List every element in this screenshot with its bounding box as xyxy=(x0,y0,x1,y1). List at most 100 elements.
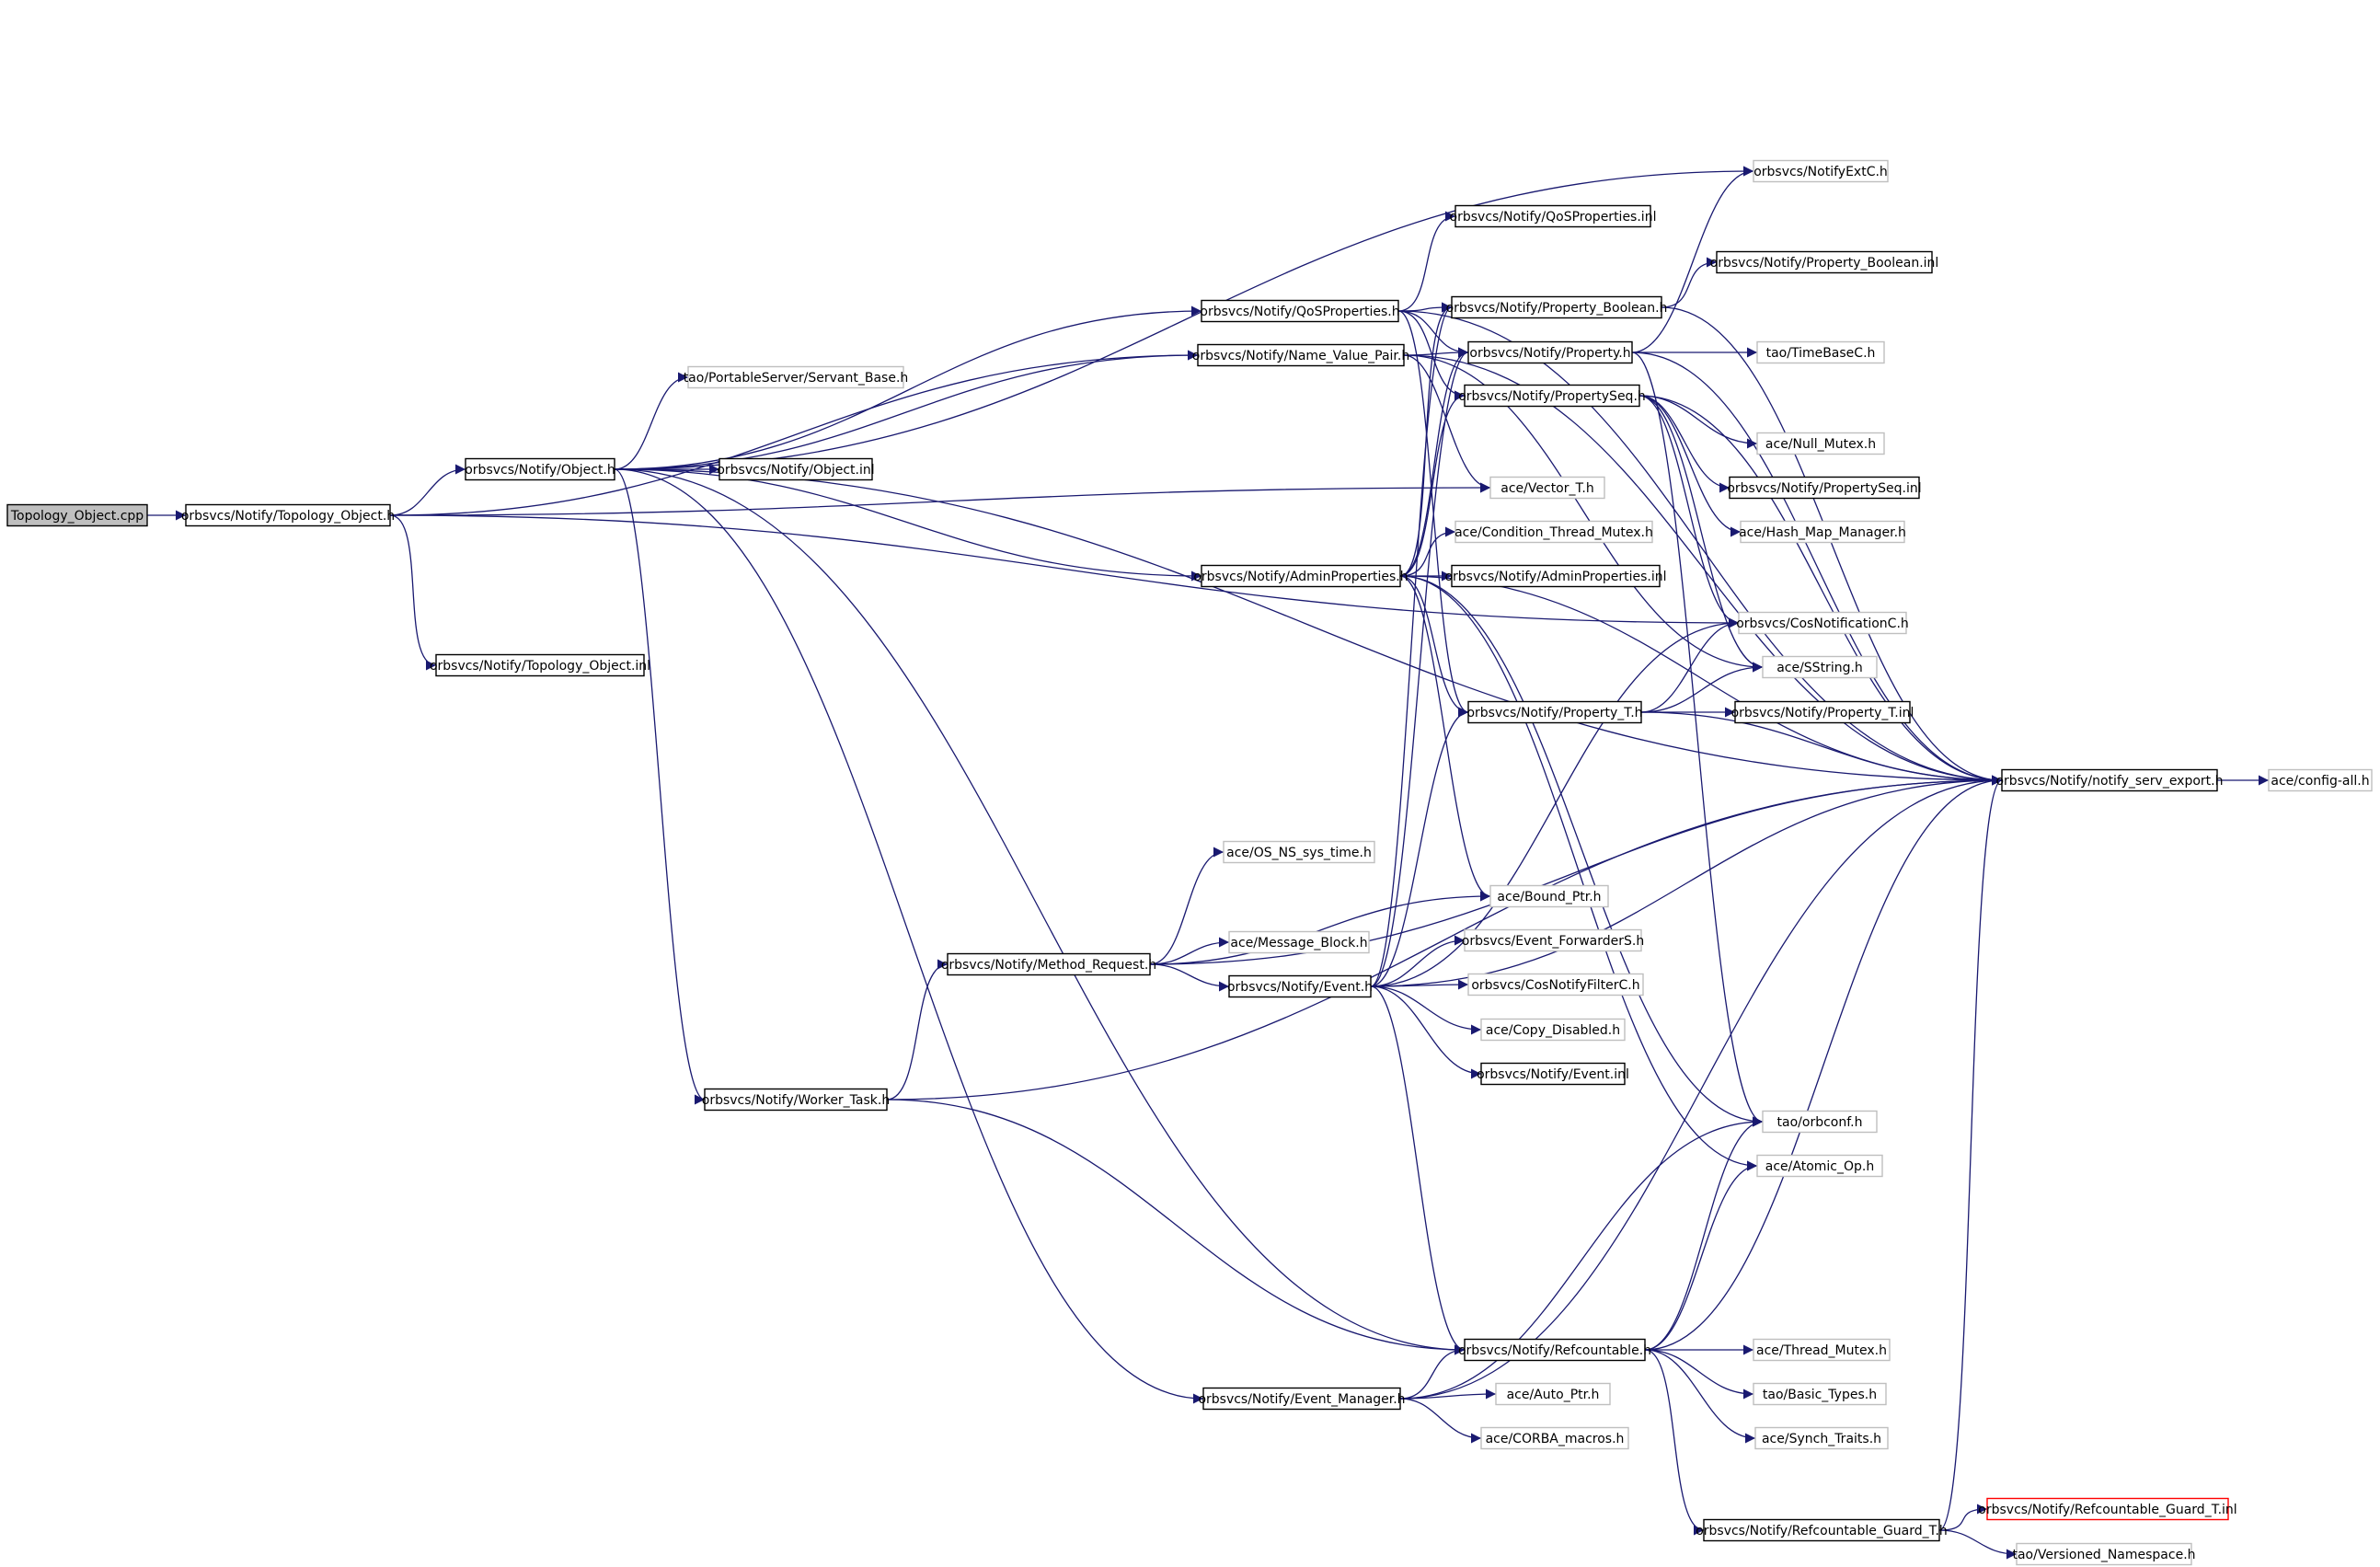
node-cos-notification-c-h: orbsvcs/CosNotificationC.h xyxy=(1736,611,1909,635)
node-box xyxy=(1753,159,1889,183)
node-notify-serv-export-h[interactable]: orbsvcs/Notify/notify_serv_export.h xyxy=(1995,768,2224,792)
node-label: orbsvcs/Notify/Event.inl xyxy=(1477,1067,1629,1082)
node-property-t-h[interactable]: orbsvcs/Notify/Property_T.h xyxy=(1466,700,1643,724)
node-method-request-h[interactable]: orbsvcs/Notify/Method_Request.h xyxy=(941,952,1156,976)
node-basic-types-h: tao/Basic_Types.h xyxy=(1753,1382,1887,1406)
node-label: orbsvcs/Notify/Refcountable_Guard_T.h xyxy=(1696,1524,1948,1538)
node-label: orbsvcs/CosNotifyFilterC.h xyxy=(1471,978,1639,993)
node-property-boolean-inl[interactable]: orbsvcs/Notify/Property_Boolean.inl xyxy=(1710,250,1939,274)
node-box xyxy=(1202,1387,1401,1411)
node-qos-properties-h[interactable]: orbsvcs/Notify/QoSProperties.h xyxy=(1200,299,1400,323)
node-event-manager-h[interactable]: orbsvcs/Notify/Event_Manager.h xyxy=(1198,1387,1406,1411)
node-atomic-op-h: ace/Atomic_Op.h xyxy=(1756,1154,1883,1178)
edge-property-h-to-notify-serv-export-h xyxy=(1631,351,2003,786)
node-box xyxy=(1756,432,1885,455)
node-label: orbsvcs/Notify/Refcountable_Guard_T.inl xyxy=(1978,1503,2236,1517)
node-box xyxy=(1729,476,1920,500)
node-box xyxy=(1986,1497,2229,1521)
node-label: tao/Versioned_Namespace.h xyxy=(2012,1548,2195,1562)
node-condition-thread-mutex-h: ace/Condition_Thread_Mutex.h xyxy=(1454,520,1653,544)
node-box xyxy=(1734,700,1911,724)
node-box xyxy=(1454,520,1653,544)
node-box xyxy=(465,457,615,481)
node-label: orbsvcs/Notify/notify_serv_export.h xyxy=(1995,774,2223,789)
edge-admin-properties-h-to-property-t-h xyxy=(1399,575,1469,718)
node-label: orbsvcs/Notify/QoSProperties.inl xyxy=(1450,210,1657,225)
node-thread-mutex-h: ace/Thread_Mutex.h xyxy=(1753,1338,1891,1362)
edge-object-h-to-qos-properties-h xyxy=(614,305,1202,470)
edge-event-h-to-refcountable-h xyxy=(1370,985,1466,1355)
node-box xyxy=(1753,1382,1887,1406)
edge-refcountable-h-to-orbconf-h xyxy=(1644,1116,1764,1351)
node-object-inl[interactable]: orbsvcs/Notify/Object.inl xyxy=(717,457,875,481)
edge-property-boolean-h-to-notify-serv-export-h xyxy=(1661,306,2003,786)
node-box xyxy=(185,503,391,527)
node-label: tao/PortableServer/Servant_Base.h xyxy=(684,371,909,386)
node-label: orbsvcs/Notify/Object.h xyxy=(465,463,615,478)
edge-worker-task-h-to-refcountable-h xyxy=(886,1099,1466,1355)
node-box xyxy=(1738,611,1907,635)
node-name-value-pair-h[interactable]: orbsvcs/Notify/Name_Value_Pair.h xyxy=(1192,343,1409,367)
node-object-h[interactable]: orbsvcs/Notify/Object.h xyxy=(465,457,615,481)
node-box xyxy=(1228,930,1370,954)
node-box xyxy=(1480,1426,1629,1450)
node-box xyxy=(687,365,904,389)
node-event-inl[interactable]: orbsvcs/Notify/Event.inl xyxy=(1477,1062,1629,1086)
node-property-h[interactable]: orbsvcs/Notify/Property.h xyxy=(1467,340,1633,364)
node-property-seq-inl[interactable]: orbsvcs/Notify/PropertySeq.inl xyxy=(1727,476,1922,500)
node-event-h[interactable]: orbsvcs/Notify/Event.h xyxy=(1227,974,1373,998)
node-admin-properties-inl[interactable]: orbsvcs/Notify/AdminProperties.inl xyxy=(1444,564,1667,588)
node-admin-properties-h[interactable]: orbsvcs/Notify/AdminProperties.h xyxy=(1193,564,1408,588)
node-topology-object-cpp[interactable]: Topology_Object.cpp xyxy=(6,503,148,527)
edge-property-t-h-to-cos-notification-c-h xyxy=(1640,617,1740,713)
node-label: orbsvcs/Notify/Method_Request.h xyxy=(941,958,1156,973)
node-label: ace/Hash_Map_Manager.h xyxy=(1739,525,1906,540)
node-topology-object-h[interactable]: orbsvcs/Notify/Topology_Object.h xyxy=(181,503,395,527)
node-copy-disabled-h: ace/Copy_Disabled.h xyxy=(1480,1018,1626,1042)
node-versioned-namespace-h: tao/Versioned_Namespace.h xyxy=(2012,1542,2196,1566)
node-box xyxy=(1451,564,1661,588)
edge-qos-properties-h-to-notify-serv-export-h xyxy=(1397,310,2003,786)
node-label: orbsvcs/Notify/PropertySeq.inl xyxy=(1727,481,1921,496)
node-box xyxy=(1228,974,1372,998)
node-box xyxy=(2268,768,2373,792)
node-label: ace/Atomic_Op.h xyxy=(1765,1159,1874,1174)
node-box xyxy=(1756,340,1885,364)
node-label: orbsvcs/Notify/Worker_Task.h xyxy=(702,1093,890,1108)
node-box xyxy=(1489,884,1609,908)
edge-property-h-to-notify-ext-c-h xyxy=(1631,166,1754,353)
edge-method-request-h-to-os-ns-sys-time-h xyxy=(1149,847,1224,965)
node-topology-object-inl[interactable]: orbsvcs/Notify/Topology_Object.inl xyxy=(430,653,650,677)
node-label: ace/Bound_Ptr.h xyxy=(1497,890,1601,904)
node-box xyxy=(1464,928,1642,952)
node-refcountable-guard-t-inl[interactable]: orbsvcs/Notify/Refcountable_Guard_T.inl xyxy=(1978,1497,2237,1521)
node-property-t-inl[interactable]: orbsvcs/Notify/Property_T.inl xyxy=(1731,700,1914,724)
node-event-forwarder-s-h: orbsvcs/Event_ForwarderS.h xyxy=(1462,928,1644,952)
node-box xyxy=(1467,700,1642,724)
node-box xyxy=(1464,1338,1646,1362)
node-refcountable-h[interactable]: orbsvcs/Notify/Refcountable.h xyxy=(1458,1338,1651,1362)
node-label: orbsvcs/Notify/Property_T.inl xyxy=(1731,706,1914,720)
node-box xyxy=(1716,250,1933,274)
node-vector-t-h: ace/Vector_T.h xyxy=(1489,476,1605,500)
node-worker-task-h[interactable]: orbsvcs/Notify/Worker_Task.h xyxy=(702,1088,890,1112)
node-box xyxy=(1223,840,1375,864)
node-box xyxy=(2016,1542,2192,1566)
edge-topology-object-h-to-topology-object-inl xyxy=(389,514,437,671)
node-box xyxy=(1480,1018,1626,1042)
edge-event-h-to-property-boolean-h xyxy=(1370,302,1453,987)
node-refcountable-guard-t-h[interactable]: orbsvcs/Notify/Refcountable_Guard_T.h xyxy=(1696,1518,1948,1542)
edge-worker-task-h-to-notify-serv-export-h xyxy=(886,775,2003,1100)
node-box xyxy=(1762,655,1878,679)
node-property-boolean-h[interactable]: orbsvcs/Notify/Property_Boolean.h xyxy=(1446,295,1668,319)
edge-qos-properties-h-to-property-seq-h xyxy=(1397,310,1466,401)
node-box xyxy=(1753,1338,1891,1362)
edge-admin-properties-h-to-property-h xyxy=(1399,347,1469,577)
edge-worker-task-h-to-method-request-h xyxy=(886,959,949,1100)
node-label: orbsvcs/Notify/PropertySeq.h xyxy=(1458,389,1646,404)
node-property-seq-h[interactable]: orbsvcs/Notify/PropertySeq.h xyxy=(1458,384,1646,408)
node-label: orbsvcs/Notify/Event.h xyxy=(1227,980,1373,995)
node-box xyxy=(1454,204,1651,228)
node-qos-properties-inl[interactable]: orbsvcs/Notify/QoSProperties.inl xyxy=(1450,204,1657,228)
edge-property-seq-h-to-hash-map-manager-h xyxy=(1638,395,1742,537)
